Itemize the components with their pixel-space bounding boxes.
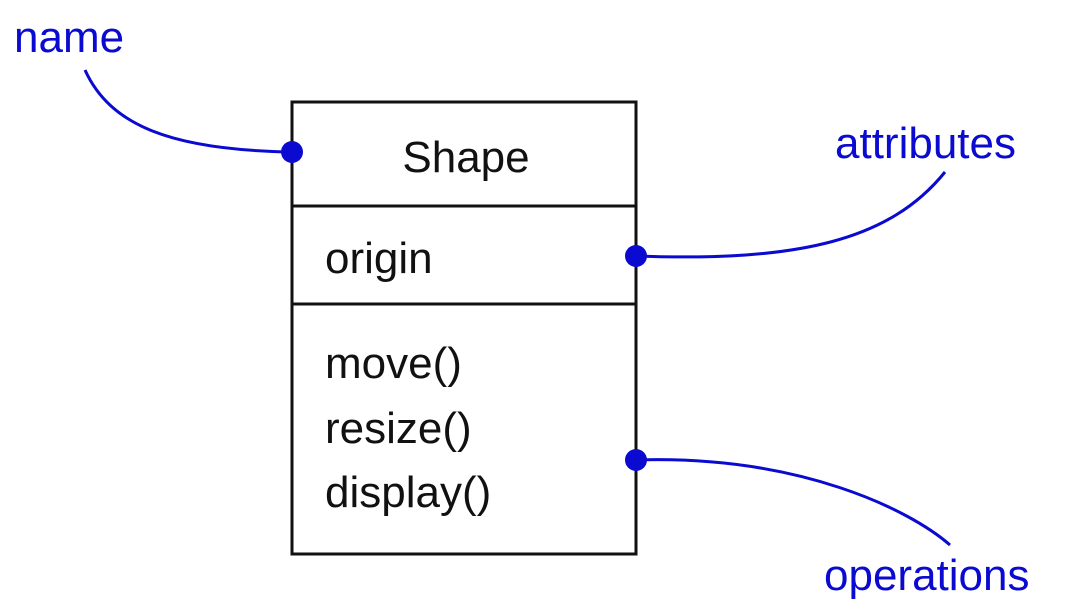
uml-class-box: Shape origin move() resize() display() bbox=[290, 100, 638, 556]
callout-anchor-dot bbox=[625, 245, 647, 267]
class-operation: move() bbox=[325, 339, 462, 388]
callout-leader-line bbox=[635, 171, 947, 259]
callout-label-attributes: attributes bbox=[835, 119, 1016, 168]
callout-label-name: name bbox=[14, 13, 124, 62]
callout-leader-line bbox=[83, 69, 293, 154]
callout-attributes: attributes bbox=[625, 119, 1016, 267]
class-name: Shape bbox=[402, 133, 529, 182]
callout-anchor-dot bbox=[281, 141, 303, 163]
class-name-compartment bbox=[290, 100, 638, 208]
callout-anchor-dot bbox=[625, 449, 647, 471]
class-operation: display() bbox=[325, 468, 491, 517]
class-operation: resize() bbox=[325, 404, 472, 453]
callout-name: name bbox=[14, 13, 303, 163]
class-operations-compartment bbox=[290, 302, 638, 556]
class-attributes-compartment bbox=[290, 204, 638, 306]
callout-leader-line bbox=[635, 458, 951, 547]
class-attribute: origin bbox=[325, 234, 433, 283]
callout-label-operations: operations bbox=[824, 551, 1029, 600]
callout-operations: operations bbox=[625, 449, 1029, 600]
